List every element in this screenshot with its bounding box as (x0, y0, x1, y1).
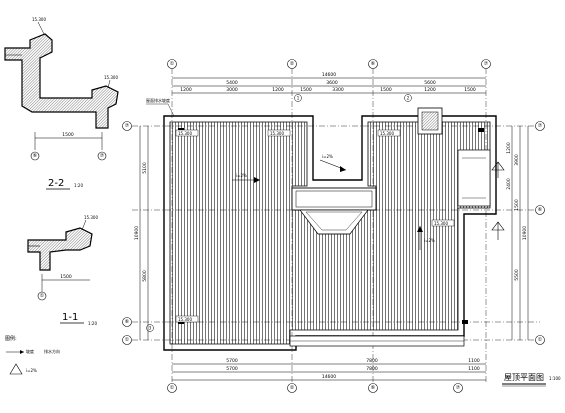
plan-title-text: 屋顶平面图 (504, 373, 544, 382)
svg-text:1200: 1200 (272, 87, 284, 93)
svg-text:15.300: 15.300 (434, 221, 448, 226)
right-box (457, 149, 491, 207)
svg-text:5700: 5700 (226, 358, 238, 364)
svg-text:1100: 1100 (468, 366, 480, 372)
detail-2-2-width: 1500 (62, 132, 74, 138)
legend-title: 图例: (5, 335, 17, 342)
axis-top-0: ① (170, 61, 175, 67)
central-box (291, 187, 377, 211)
legend: 图例: 坡度 排水方向 i=2% (5, 335, 60, 375)
slope-arrow-center: i=2% (319, 154, 347, 172)
svg-text:3300: 3300 (332, 87, 344, 93)
svg-text:5500: 5500 (514, 269, 520, 281)
svg-text:1: 1 (297, 96, 300, 101)
svg-text:5700: 5700 (226, 366, 238, 372)
svg-text:7800: 7800 (366, 366, 378, 372)
dim-bottom-overall: 14600 (322, 374, 336, 380)
slope-label-1: i=2% (322, 154, 333, 159)
axis-bottom-2: ⑥ (371, 385, 376, 391)
detail-1-1: 1500 ① 15.300 1-1 1:20 (27, 215, 98, 326)
dim-top-seg-1: 3600 (326, 80, 338, 86)
svg-text:15.300: 15.300 (380, 131, 394, 136)
axis-left-1: ⑥ (125, 319, 130, 325)
axis-bubbles: ① ② ⑥ ⑦ ① ② ⑥ ⑦ ⑦ ⑥ ① ⑦ ⑥ ① (122, 59, 545, 393)
legend-item-label: 坡度 (26, 348, 34, 354)
svg-text:1200: 1200 (506, 142, 512, 154)
dim-top-overall: 14600 (322, 72, 336, 78)
axis-top-3: ⑦ (484, 61, 489, 67)
axis-bottom-1: ② (290, 385, 295, 391)
svg-text:3900: 3900 (514, 154, 520, 166)
detail-2-2-elev: 15.300 (32, 17, 46, 22)
dim-right-overall: 10900 (522, 226, 528, 240)
svg-text:1500: 1500 (464, 87, 476, 93)
detail-refs: 1 2 3 (146, 94, 412, 332)
section-marks (491, 161, 505, 240)
detail-2-2-elev-2: 15.300 (104, 75, 118, 80)
svg-text:2400: 2400 (506, 178, 512, 190)
svg-text:1100: 1100 (468, 358, 480, 364)
legend-item-text: 排水方向 (44, 348, 60, 354)
detail-2-2: 1500 ⑥ ⑦ 15.300 15.300 2-2 1:20 (4, 17, 119, 190)
svg-text:1200: 1200 (424, 87, 436, 93)
axis-right-1: ⑥ (538, 207, 543, 213)
svg-text:15.300: 15.300 (178, 317, 192, 322)
svg-text:1200: 1200 (180, 87, 192, 93)
axis-bottom-0: ① (170, 385, 175, 391)
svg-text:15.300: 15.300 (270, 131, 284, 136)
detail-1-1-elev: 15.300 (84, 215, 98, 220)
detail-1-1-width: 1500 (60, 274, 72, 280)
axis-right-2: ① (538, 337, 543, 343)
svg-text:15.300: 15.300 (178, 131, 192, 136)
axis-top-2: ⑥ (371, 61, 376, 67)
detail-1-1-scale: 1:20 (88, 321, 97, 326)
axis-top-1: ② (290, 61, 295, 67)
svg-text:5800: 5800 (142, 270, 148, 282)
plan-title-scale: 1:100 (549, 376, 561, 381)
dim-left-overall: 10900 (134, 226, 140, 240)
svg-text:1500: 1500 (300, 87, 312, 93)
plan-title: 屋顶平面图 1:100 (502, 373, 561, 387)
svg-text:3000: 3000 (226, 87, 238, 93)
detail-2-2-axis-a: ⑥ (33, 153, 38, 159)
slope-label-2: i=2% (236, 173, 247, 178)
svg-text:3: 3 (149, 326, 152, 331)
roof-plan: i=2% i=2% i=2% 15.300 15.300 15.300 15.3… (132, 68, 540, 382)
axis-right-0: ⑦ (538, 123, 543, 129)
axis-bottom-3: ⑦ (456, 385, 461, 391)
svg-text:5100: 5100 (142, 162, 148, 174)
svg-text:7800: 7800 (366, 358, 378, 364)
slope-label-3: i=2% (424, 238, 435, 243)
dim-top-seg-2: 5600 (424, 80, 436, 86)
dims-top (172, 77, 486, 94)
detail-2-2-scale: 1:20 (74, 183, 83, 188)
svg-text:1500: 1500 (380, 87, 392, 93)
dim-top-seg-0: 5400 (226, 80, 238, 86)
parapet-outline (163, 115, 497, 351)
svg-text:2: 2 (407, 96, 410, 101)
callouts: 15.300 15.300 15.300 15.300 15.300 屋面排水坡… (146, 97, 455, 323)
axis-left-2: ① (125, 337, 130, 343)
detail-2-2-axis-b: ⑦ (100, 153, 105, 159)
dims-left (139, 126, 149, 340)
detail-1-1-label: 1-1 (62, 312, 78, 323)
roof-note: 屋面排水坡度 (146, 97, 170, 103)
svg-text:1500: 1500 (514, 199, 520, 211)
axis-left-0: ⑦ (125, 123, 130, 129)
legend-slope: i=2% (26, 368, 37, 373)
dims-bottom (172, 363, 486, 381)
detail-1-1-axis: ① (40, 293, 45, 299)
dims-right (511, 126, 529, 340)
legend-triangle-icon (9, 363, 23, 375)
detail-2-2-label: 2-2 (48, 178, 64, 189)
